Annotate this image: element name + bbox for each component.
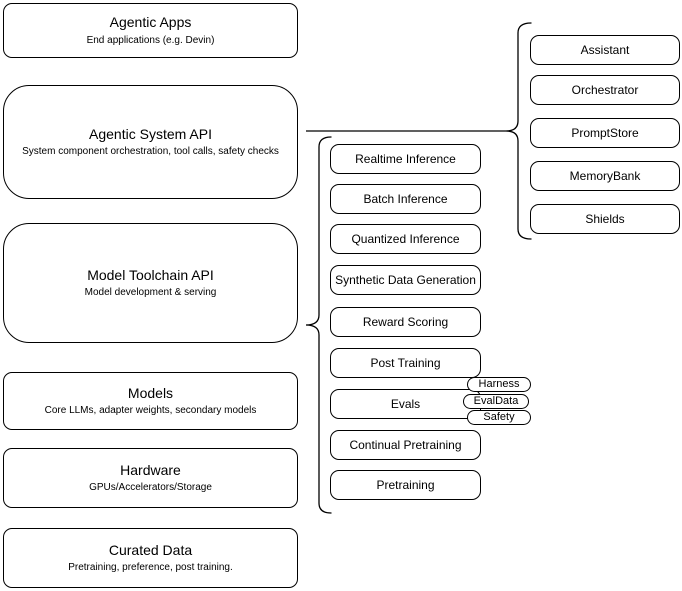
node-quantized-inference: Quantized Inference — [330, 224, 481, 254]
node-pretraining: Pretraining — [330, 470, 481, 500]
node-agentic-apps: Agentic Apps End applications (e.g. Devi… — [3, 3, 298, 58]
node-title: Curated Data — [108, 541, 193, 558]
node-orchestrator: Orchestrator — [530, 75, 680, 105]
node-title: Models — [127, 384, 174, 401]
node-label: Post Training — [370, 355, 441, 370]
node-shields: Shields — [530, 204, 680, 234]
node-subtitle: GPUs/Accelerators/Storage — [89, 482, 212, 494]
node-title: Model Toolchain API — [87, 266, 214, 283]
node-subtitle: Model development & serving — [84, 287, 217, 299]
node-model-toolchain-api: Model Toolchain API Model development & … — [3, 223, 298, 343]
tag-harness: Harness — [467, 377, 531, 392]
toolchain-brace — [305, 136, 332, 514]
node-label: PromptStore — [571, 125, 639, 140]
node-curated-data: Curated Data Pretraining, preference, po… — [3, 528, 298, 588]
tag-evaldata: EvalData — [463, 394, 529, 409]
node-agentic-system-api: Agentic System API System component orch… — [3, 85, 298, 199]
node-title: Agentic System API — [89, 125, 212, 142]
node-realtime-inference: Realtime Inference — [330, 144, 481, 174]
node-subtitle: End applications (e.g. Devin) — [86, 34, 215, 46]
node-title: Agentic Apps — [109, 14, 192, 31]
node-label: Shields — [585, 211, 625, 226]
node-models: Models Core LLMs, adapter weights, secon… — [3, 372, 298, 430]
node-label: Assistant — [580, 42, 630, 57]
node-label: Continual Pretraining — [349, 437, 462, 452]
node-subtitle: System component orchestration, tool cal… — [22, 146, 279, 158]
node-label: Realtime Inference — [355, 151, 456, 166]
system-components-brace — [505, 22, 532, 240]
node-label: Orchestrator — [571, 82, 639, 97]
node-label: MemoryBank — [569, 168, 641, 183]
node-post-training: Post Training — [330, 348, 481, 378]
node-reward-scoring: Reward Scoring — [330, 307, 481, 337]
node-continual-pretraining: Continual Pretraining — [330, 430, 481, 460]
node-label: Pretraining — [376, 477, 435, 492]
node-promptstore: PromptStore — [530, 118, 680, 148]
node-label: Reward Scoring — [362, 314, 449, 329]
tag-safety: Safety — [467, 410, 531, 425]
node-label: Batch Inference — [363, 191, 448, 206]
node-hardware: Hardware GPUs/Accelerators/Storage — [3, 448, 298, 508]
node-label: Synthetic Data Generation — [335, 272, 476, 287]
node-memorybank: MemoryBank — [530, 161, 680, 191]
node-subtitle: Core LLMs, adapter weights, secondary mo… — [44, 405, 257, 417]
node-batch-inference: Batch Inference — [330, 184, 481, 214]
node-subtitle: Pretraining, preference, post training. — [68, 562, 233, 574]
node-label: Quantized Inference — [351, 231, 460, 246]
node-assistant: Assistant — [530, 35, 680, 65]
node-title: Hardware — [120, 461, 181, 478]
node-label: Evals — [390, 396, 421, 411]
node-evals: Evals — [330, 389, 481, 419]
node-synthetic-data-generation: Synthetic Data Generation — [330, 265, 481, 295]
